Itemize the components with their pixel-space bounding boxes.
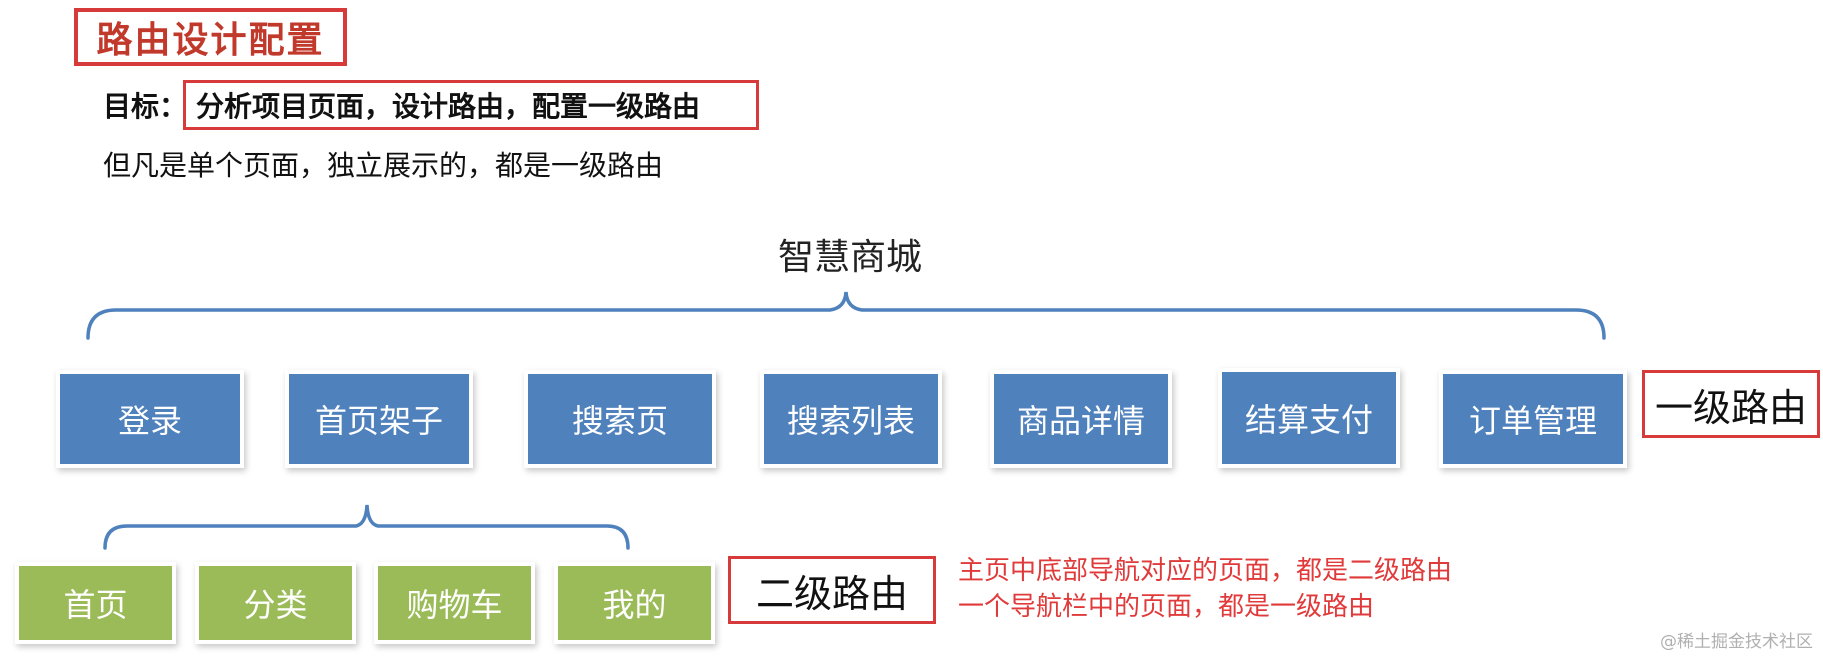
level1-route-label: 一级路由 xyxy=(1642,370,1820,438)
root-node-label: 智慧商城 xyxy=(777,237,922,278)
level2-node-cart-label: 购物车 xyxy=(406,586,503,624)
goal-box: 分析项目页面，设计路由，配置一级路由 xyxy=(183,80,759,130)
level2-explanation-note: 主页中底部导航对应的页面，都是二级路由 xyxy=(958,556,1453,586)
level1-node-login: 登录 xyxy=(60,374,240,464)
level2-node-category-label: 分类 xyxy=(243,586,308,624)
level2-brace xyxy=(103,504,630,550)
level2-node-cart: 购物车 xyxy=(378,566,531,640)
level2-node-home-label: 首页 xyxy=(63,586,128,624)
level2-node-category: 分类 xyxy=(199,566,352,640)
level1-node-order-manage: 订单管理 xyxy=(1443,374,1623,464)
level1-node-search: 搜索页 xyxy=(528,374,712,464)
level1-node-home-frame: 首页架子 xyxy=(289,374,469,464)
level2-route-label-text: 二级路由 xyxy=(755,571,908,616)
goal-text: 分析项目页面，设计路由，配置一级路由 xyxy=(196,90,701,123)
level2-node-home: 首页 xyxy=(19,566,172,640)
level1-node-home-frame-label: 首页架子 xyxy=(314,402,443,440)
level1-node-search-list-label: 搜索列表 xyxy=(786,402,915,440)
level1-explanation-note: 一个导航栏中的页面，都是一级路由 xyxy=(958,592,1375,622)
level1-route-label-text: 一级路由 xyxy=(1654,385,1807,430)
level2-node-mine: 我的 xyxy=(558,566,711,640)
level1-brace xyxy=(86,291,1606,340)
level1-node-checkout: 结算支付 xyxy=(1222,372,1396,464)
level2-node-mine-label: 我的 xyxy=(602,586,667,624)
level1-node-login-label: 登录 xyxy=(117,402,182,440)
level1-node-product-detail-label: 商品详情 xyxy=(1016,402,1145,440)
goal-label: 目标： xyxy=(103,90,188,123)
watermark: @稀土掘金技术社区 xyxy=(1660,632,1813,652)
level1-node-checkout-label: 结算支付 xyxy=(1244,401,1373,439)
page-title: 路由设计配置 xyxy=(96,20,325,61)
level1-node-search-label: 搜索页 xyxy=(571,402,668,440)
level1-rule-note: 但凡是单个页面，独立展示的，都是一级路由 xyxy=(103,149,664,182)
level1-node-order-manage-label: 订单管理 xyxy=(1468,402,1597,440)
level2-route-label: 二级路由 xyxy=(728,556,936,624)
level1-node-search-list: 搜索列表 xyxy=(764,374,938,464)
title-box: 路由设计配置 xyxy=(74,8,347,66)
level1-node-product-detail: 商品详情 xyxy=(994,374,1168,464)
